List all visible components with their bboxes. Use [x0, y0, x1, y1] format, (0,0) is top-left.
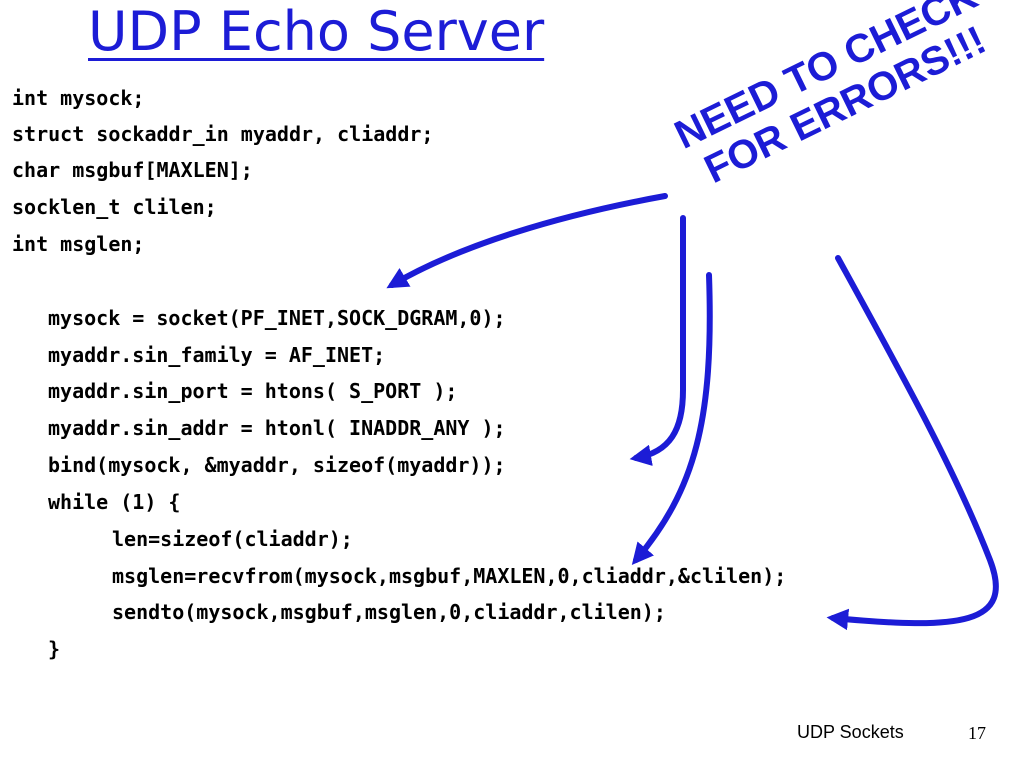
code-line: myaddr.sin_addr = htonl( INADDR_ANY );: [48, 416, 506, 440]
code-line: bind(mysock, &myaddr, sizeof(myaddr));: [48, 453, 506, 477]
error-check-callout: NEED TO CHECK FOR ERRORS!!!: [668, 0, 1003, 197]
slide-title: UDP Echo Server: [88, 0, 545, 63]
code-line: while (1) {: [48, 490, 181, 514]
code-line: struct sockaddr_in myaddr, cliaddr;: [12, 122, 434, 146]
code-line: sendto(mysock,msgbuf,msglen,0,cliaddr,cl…: [112, 600, 666, 624]
code-line: int mysock;: [12, 86, 145, 110]
arrow-to-recvfrom-call: [631, 272, 713, 565]
code-line: myaddr.sin_family = AF_INET;: [48, 343, 386, 367]
code-line: char msgbuf[MAXLEN];: [12, 158, 253, 182]
page-number: 17: [968, 723, 986, 743]
code-line: msglen=recvfrom(mysock,msgbuf,MAXLEN,0,c…: [112, 564, 787, 588]
arrow-to-bind-call: [629, 215, 686, 466]
code-line: socklen_t clilen;: [12, 195, 217, 219]
code-line: }: [48, 637, 61, 661]
code-line: len=sizeof(cliaddr);: [112, 527, 353, 551]
arrow-to-sendto-call: [826, 255, 999, 631]
code-line: mysock = socket(PF_INET,SOCK_DGRAM,0);: [48, 306, 506, 330]
footer-label: UDP Sockets: [797, 722, 904, 742]
code-line: myaddr.sin_port = htons( S_PORT );: [48, 379, 458, 403]
code-line: int msglen;: [12, 232, 145, 256]
arrow-to-socket-call: [386, 193, 668, 289]
